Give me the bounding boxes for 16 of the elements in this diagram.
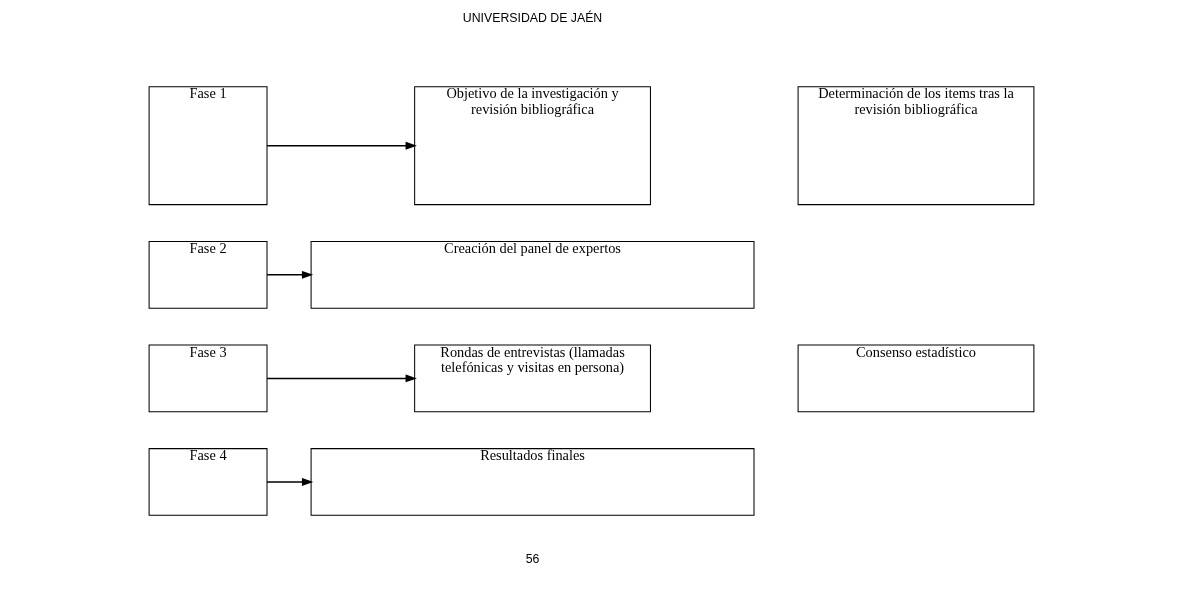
node-box: Objetivo de la investigación y revisión bibliográfica <box>413 86 651 206</box>
node-box: Fase 2 <box>148 241 268 309</box>
arrow <box>265 270 313 279</box>
arrow <box>265 374 417 383</box>
node-box: Resultados finales <box>310 448 754 516</box>
node-box: Consenso estadístico <box>797 344 1034 413</box>
node-box: Determinación de los items tras la revisión bibliográfica <box>797 86 1034 206</box>
arrow <box>265 141 417 150</box>
node-box: Fase 1 <box>148 86 268 206</box>
node-box: Rondas de entrevistas (llamadas telefónicas y visitas en persona) <box>413 344 651 413</box>
label: 56 <box>525 551 539 566</box>
node-box: Creación del panel de expertos <box>310 241 754 309</box>
node-box: Fase 3 <box>148 344 268 413</box>
label: UNIVERSIDAD DE JAÉN <box>462 11 602 26</box>
node-box: Fase 4 <box>148 448 268 516</box>
arrow <box>265 478 313 486</box>
